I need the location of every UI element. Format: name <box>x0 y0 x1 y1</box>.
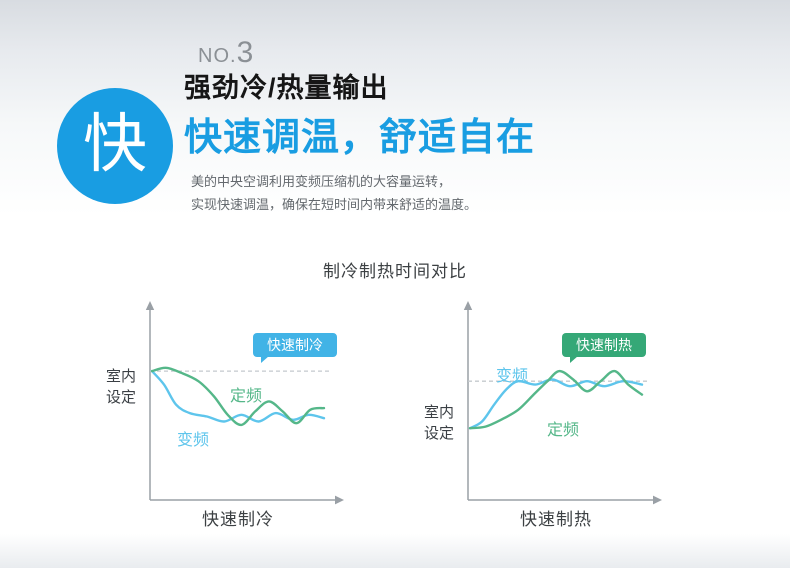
cooling-inverter-label: 变频 <box>177 432 210 449</box>
page-subtitle: 快速调温，舒适自在 <box>184 117 536 159</box>
section-number-digit: 3 <box>236 36 255 69</box>
page-title: 强劲冷/热量输出 <box>184 73 389 103</box>
description: 美的中央空调利用变频压缩机的大容量运转， 实现快速调温，确保在短时间内带来舒适的… <box>191 170 477 216</box>
section-number: NO. 3 <box>198 36 254 70</box>
series-line-定频 <box>150 366 326 427</box>
series-lines <box>468 369 648 430</box>
heating-fixed-label: 定频 <box>547 422 580 439</box>
chart-axes <box>463 301 662 505</box>
fast-circle-badge: 快 <box>57 88 173 204</box>
fast-cooling-badge: 快速制冷 <box>253 333 337 363</box>
chart-axes <box>145 301 344 505</box>
y-axis-arrow-icon <box>463 301 473 310</box>
description-line-1: 美的中央空调利用变频压缩机的大容量运转， <box>191 174 452 189</box>
series-line-变频 <box>468 378 644 430</box>
fast-heating-badge: 快速制热 <box>562 333 646 363</box>
heating-y-axis-label: 室内设定 <box>423 404 454 442</box>
description-line-2: 实现快速调温，确保在短时间内带来舒适的温度。 <box>191 197 478 212</box>
cooling-chart <box>145 301 344 505</box>
x-axis-arrow-icon <box>335 495 344 505</box>
series-line-变频 <box>150 369 326 423</box>
series-line-定频 <box>468 369 644 430</box>
cooling-x-axis-label: 快速制冷 <box>202 510 274 529</box>
heating-x-axis-label: 快速制热 <box>520 510 592 529</box>
cooling-y-axis-label: 室内设定 <box>105 368 136 406</box>
y-axis-arrow-icon <box>145 301 155 310</box>
heating-chart <box>463 301 662 505</box>
x-axis-arrow-icon <box>653 495 662 505</box>
heating-inverter-label: 变频 <box>496 368 529 385</box>
section-number-prefix: NO. <box>198 45 237 67</box>
series-lines <box>150 366 330 427</box>
chart-section-title: 制冷制热时间对比 <box>323 262 467 281</box>
cooling-fixed-label: 定频 <box>230 388 263 405</box>
fast-character: 快 <box>83 108 147 180</box>
